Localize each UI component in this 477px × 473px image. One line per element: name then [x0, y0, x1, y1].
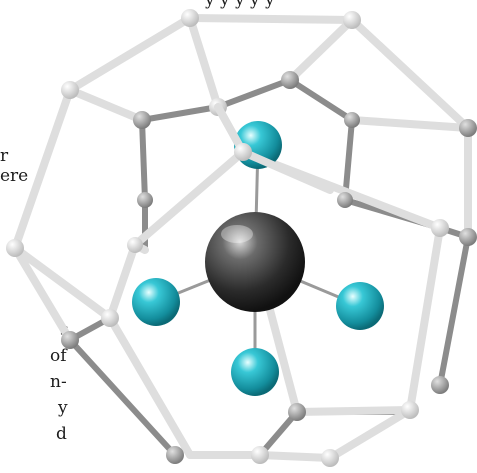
cage-bond — [131, 148, 247, 249]
cage-bond — [266, 306, 301, 416]
cage-bond — [139, 104, 221, 123]
cage-node — [61, 331, 79, 349]
cage-node — [181, 9, 199, 27]
ligand-atom-left — [132, 278, 180, 326]
cage-node — [133, 111, 151, 129]
cage-node — [288, 403, 306, 421]
text-fragment-of: of — [50, 346, 67, 366]
cage-bond — [66, 86, 146, 124]
text-fragment-r: r — [0, 146, 9, 166]
cage-bond — [348, 16, 472, 132]
cage-node — [431, 376, 449, 394]
cage-bond — [11, 86, 74, 252]
top-text-fragment: y y y y y — [205, 0, 275, 10]
cage-bond — [326, 406, 414, 462]
ligand-atoms — [132, 121, 384, 396]
cage-nodes — [6, 9, 477, 467]
cage-node — [61, 81, 79, 99]
text-fragment-d: d — [56, 424, 67, 444]
cage-bond — [342, 117, 355, 203]
cage-node — [127, 237, 143, 253]
central-atom-highlight — [221, 225, 253, 243]
cage-bond — [406, 224, 444, 414]
cage-bond — [348, 116, 472, 132]
cage-bond — [66, 14, 194, 94]
cage-node — [234, 143, 252, 161]
cage-node — [459, 119, 477, 137]
cage-bond — [106, 241, 139, 322]
cage-bond — [293, 406, 414, 416]
cage-bond — [106, 314, 194, 459]
cage-bond — [215, 77, 293, 110]
ligand-atom-bottom — [231, 348, 279, 396]
cage-node — [459, 228, 477, 246]
cage-bond — [287, 77, 355, 123]
cage-bond — [139, 117, 148, 203]
cage-node — [401, 401, 419, 419]
cage-node — [137, 192, 153, 208]
cage-bond — [286, 16, 356, 84]
text-fragment-y: y — [58, 398, 68, 418]
cage-bond — [67, 337, 178, 458]
text-fragment-ere: ere — [0, 166, 29, 186]
cage-node — [281, 71, 299, 89]
cage-node — [101, 309, 119, 327]
cage-node — [6, 239, 24, 257]
cage-node — [321, 449, 339, 467]
cage-node — [431, 219, 449, 237]
central-atom — [205, 212, 305, 312]
cage-bond — [186, 14, 222, 111]
cage-bond — [239, 148, 334, 194]
cage-bond — [11, 244, 74, 344]
cage-bond — [11, 244, 114, 322]
cage-node — [343, 11, 361, 29]
ligand-atom-right — [336, 282, 384, 330]
cage-bond — [186, 14, 356, 24]
cage-bond — [256, 451, 334, 462]
cage-node — [344, 112, 360, 128]
cage-node — [166, 446, 184, 464]
cage-node — [337, 192, 353, 208]
cage-bond — [257, 409, 300, 458]
text-fragment-n: n- — [50, 372, 67, 392]
cage-bond — [437, 234, 471, 388]
cage-node — [251, 446, 269, 464]
